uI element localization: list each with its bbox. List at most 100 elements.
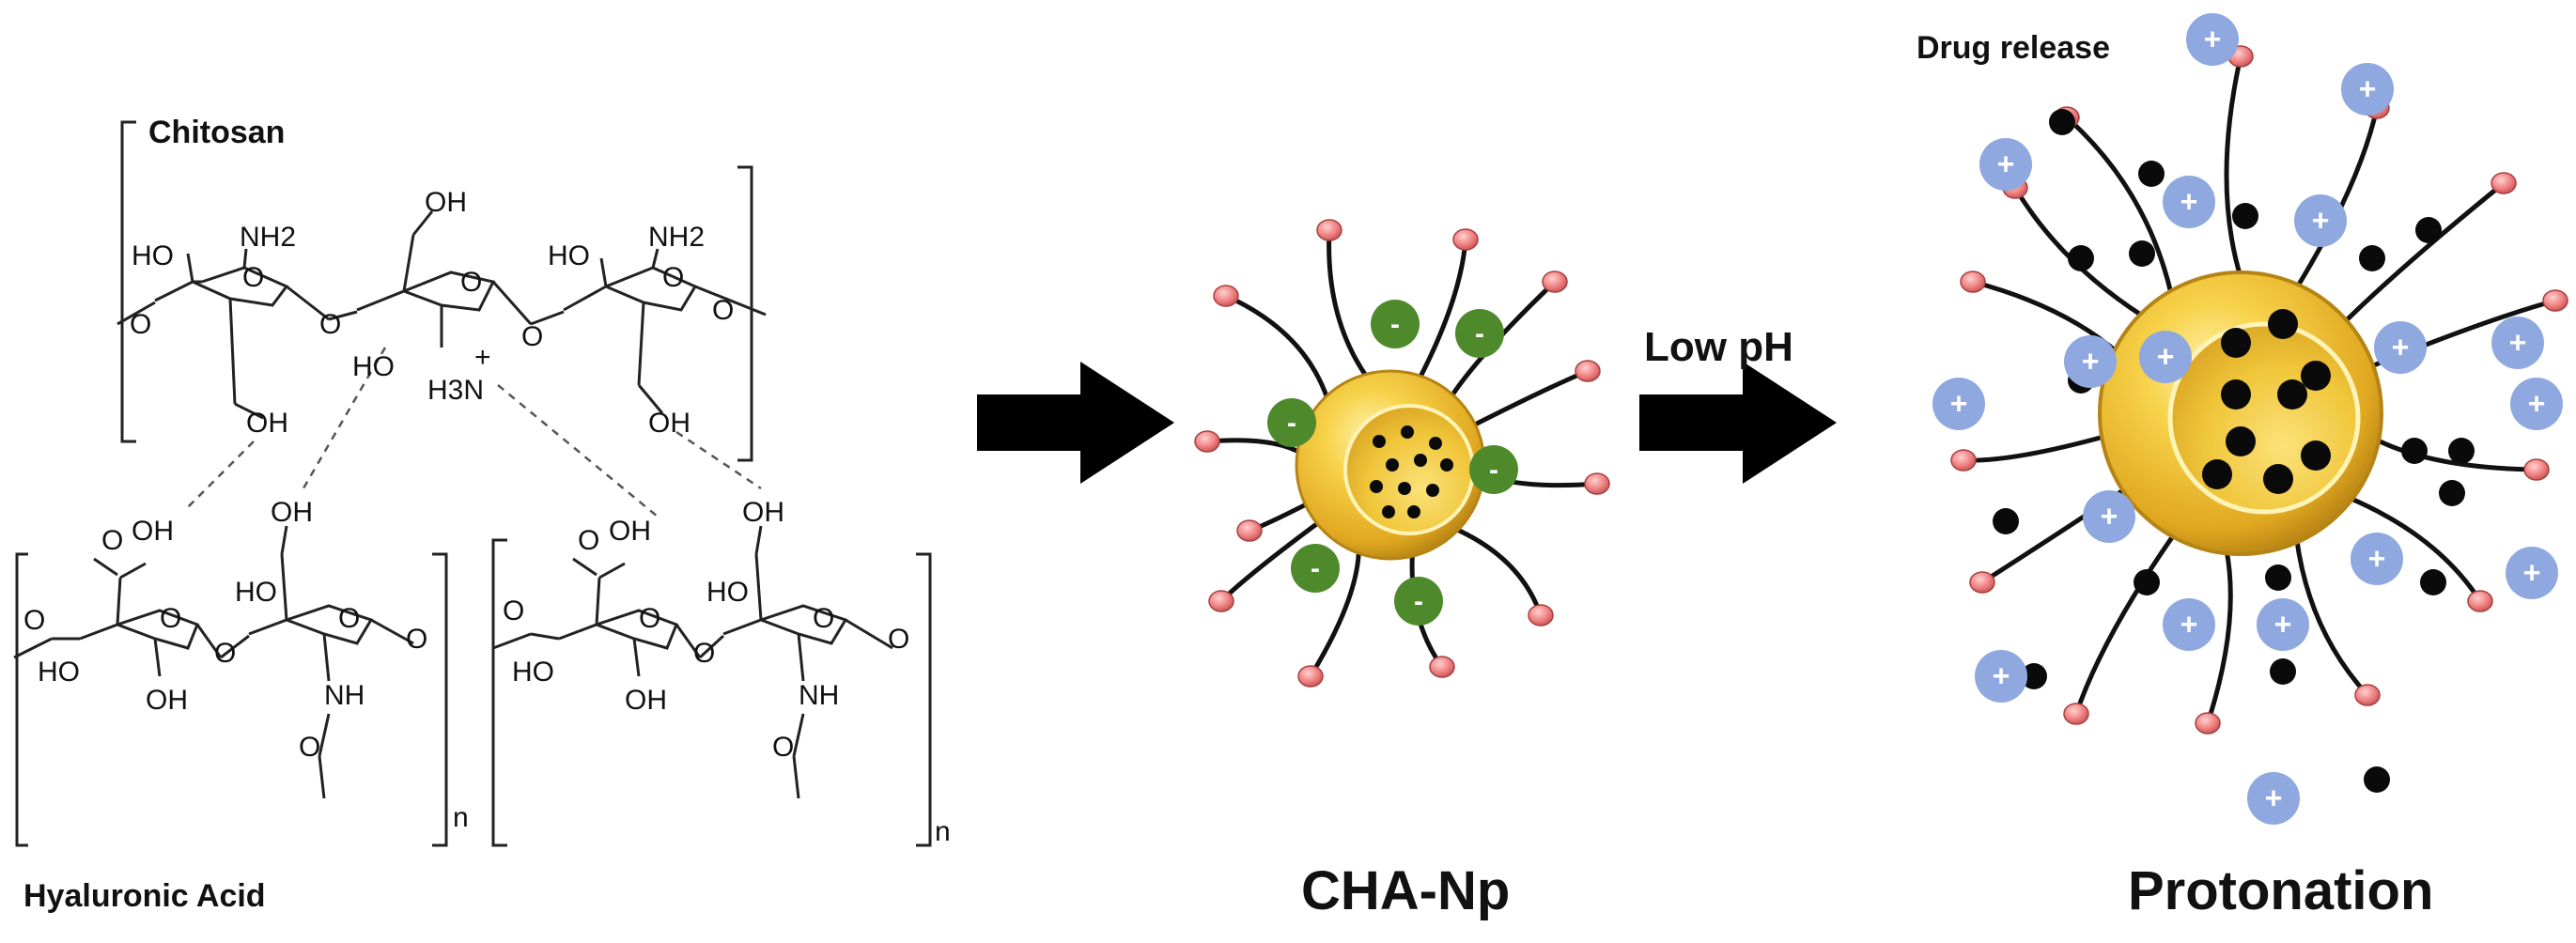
prot-tether-2-strand — [2224, 54, 2243, 280]
prot-drug-dot-4 — [2221, 379, 2251, 410]
positive-charge-3 — [1979, 138, 2032, 191]
prot-tether-12-strand — [1961, 433, 2109, 463]
chem-ha-oh-4: OH — [609, 516, 651, 547]
negative-charge-3 — [1455, 309, 1504, 358]
cha-tether-5-head — [1575, 360, 1601, 382]
positive-charge-6 — [2374, 321, 2427, 374]
chem-ha-oh-2: OH — [271, 497, 313, 528]
cha-drug-dot-4 — [1386, 458, 1399, 472]
positive-charge-18 — [2139, 331, 2192, 383]
cha-tether-7-strand — [1451, 525, 1544, 618]
positive-charge-6-sign: + — [2392, 331, 2410, 364]
chem-ho-2: HO — [548, 240, 590, 271]
cha-drug-dot-9 — [1426, 484, 1439, 497]
cha-tether-10-head — [1208, 590, 1234, 612]
released-drug-dots — [1993, 109, 2475, 793]
prot-tether-10-strand — [2073, 530, 2178, 717]
chem-ha-ho-1: HO — [235, 577, 277, 608]
released-drug-dot-4 — [2129, 240, 2155, 267]
released-drug-dot-11 — [2265, 564, 2291, 591]
released-drug-dot-10 — [2420, 569, 2446, 595]
chem-nh2-2: NH2 — [648, 222, 705, 253]
chitosan-ring-2 — [328, 210, 533, 348]
positive-charge-9 — [1932, 378, 1985, 430]
drug-release-label: Drug release — [1916, 30, 2110, 66]
chem-plus: + — [474, 342, 491, 373]
negative-charge-1 — [1267, 398, 1316, 447]
chem-ha-ho-3: HO — [706, 577, 749, 608]
chem-ha-oh-6: OH — [625, 685, 667, 716]
positive-charge-1 — [2186, 13, 2239, 66]
cha-drug-dot-10 — [1407, 505, 1420, 518]
chem-h3n: H3N — [427, 375, 484, 406]
cha-tether-1-strand — [1223, 293, 1331, 404]
positive-charge-11-sign: + — [2101, 500, 2118, 533]
chem-ha-o-4: O — [214, 638, 236, 669]
cha-drug-dot-1 — [1373, 435, 1386, 448]
chitosan-label: Chitosan — [148, 115, 286, 150]
cha-tether-11-strand — [1204, 438, 1305, 456]
protonated-positive-charges: ++++++++++++++++++ — [1932, 13, 2563, 825]
cha-tether-8-head — [1429, 656, 1455, 678]
positive-charge-13 — [2506, 547, 2558, 599]
chem-ha-o-10: O — [639, 603, 660, 634]
chem-o-ring-2: O — [460, 267, 482, 298]
chemical-structure — [13, 120, 932, 847]
prot-tether-13-head — [1960, 271, 1986, 293]
prot-tether-9-strand — [2205, 546, 2233, 726]
cha-tether-6-head — [1584, 472, 1610, 495]
released-drug-dot-7 — [2415, 217, 2442, 243]
chem-ha-o-1: O — [101, 525, 123, 556]
cha-tether-2-head — [1316, 219, 1342, 241]
positive-charge-5-sign: + — [2312, 204, 2330, 238]
cha-tether-5-strand — [1468, 368, 1591, 429]
protonated-drug-dots — [2202, 309, 2331, 494]
prot-drug-dot-7 — [2263, 464, 2293, 494]
positive-charge-8 — [2064, 335, 2117, 388]
positive-charge-4-sign: + — [2180, 185, 2198, 219]
positive-charge-14-sign: + — [2180, 608, 2198, 642]
prot-tether-9-head — [2195, 712, 2221, 734]
negative-charge-2-sign: - — [1390, 309, 1400, 340]
positive-charge-18-sign: + — [2157, 340, 2175, 374]
positive-charge-4 — [2163, 176, 2215, 228]
positive-charge-17-sign: + — [2265, 781, 2283, 815]
positive-charge-12 — [2351, 533, 2403, 585]
cha-tether-9-strand — [1308, 546, 1361, 679]
arrow-icon-2 — [1639, 362, 1837, 484]
negative-charge-6-sign: - — [1414, 586, 1423, 617]
prot-drug-dot-3 — [2301, 361, 2331, 391]
prot-tether-10-head — [2063, 703, 2089, 725]
released-drug-dot-16 — [2364, 766, 2390, 793]
prot-drug-dot-1 — [2221, 328, 2251, 358]
positive-charge-14 — [2163, 598, 2215, 651]
cha-drug-dot-6 — [1440, 458, 1453, 472]
chem-ha-o-13: O — [888, 624, 909, 655]
prot-drug-dot-9 — [2301, 441, 2331, 471]
positive-charge-9-sign: + — [1950, 387, 1968, 421]
cha-tether-11-head — [1194, 430, 1220, 453]
chem-ha-o-11: O — [693, 638, 715, 669]
prot-tether-11-head — [1969, 571, 1995, 594]
positive-charge-13-sign: + — [2523, 556, 2541, 590]
positive-charge-15 — [2257, 598, 2309, 651]
chem-ha-o-6: O — [406, 624, 427, 655]
prot-tether-12-head — [1950, 449, 1977, 472]
chem-ha-ho-2: HO — [38, 657, 80, 688]
cha-tether-3-strand — [1416, 237, 1468, 383]
chem-ha-o-2: O — [23, 605, 45, 636]
released-drug-dot-5 — [2232, 203, 2258, 229]
chitosan-bracket-left — [120, 120, 136, 443]
chem-nh2-1: NH2 — [240, 222, 296, 253]
chem-ha-o-8: O — [578, 525, 599, 556]
chem-ha-o-3: O — [160, 603, 181, 634]
positive-charge-1-sign: + — [2204, 23, 2222, 56]
chem-ha-oh-1: OH — [132, 516, 174, 547]
cha-drug-dot-8 — [1398, 482, 1411, 495]
positive-charge-16-sign: + — [1993, 659, 2010, 693]
chem-oh-top: OH — [425, 187, 467, 218]
chem-o-link-2: O — [319, 309, 341, 340]
released-drug-dot-12 — [2134, 569, 2160, 595]
released-drug-dot-18 — [2448, 438, 2475, 464]
